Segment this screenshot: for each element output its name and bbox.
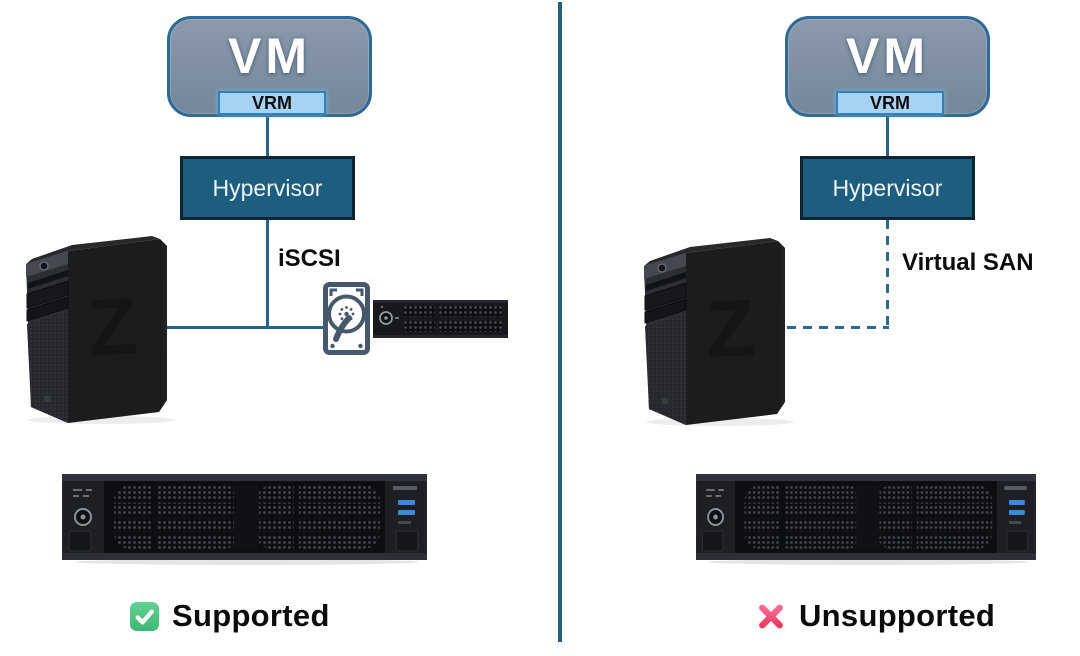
left-hypervisor-storage-connector-vertical <box>266 220 269 328</box>
left-vrm-hypervisor-connector <box>266 111 269 157</box>
left-vm-box: VM VRM <box>167 16 372 117</box>
rack-usb-port <box>1008 500 1025 505</box>
workstation-tower-image: Z <box>26 236 176 424</box>
tower-hp-logo <box>39 261 49 271</box>
right-connection-label: Virtual SAN <box>902 249 1034 276</box>
supported-status: Supported <box>129 598 330 634</box>
rack-server-image <box>62 474 427 565</box>
unsupported-status: Unsupported <box>755 598 995 634</box>
supported-status-label: Supported <box>172 598 330 633</box>
unsupported-status-label: Unsupported <box>799 598 996 633</box>
disk-actuator-arm <box>333 315 352 342</box>
check-mark-icon <box>129 601 160 631</box>
rack-usb-port <box>398 510 415 515</box>
right-vrm-badge: VRM <box>836 91 944 115</box>
right-hypervisor-box: Hypervisor <box>800 156 975 220</box>
cross-mark-icon <box>759 604 783 628</box>
left-hypervisor-box: Hypervisor <box>180 156 355 220</box>
rack-usb-port <box>398 500 415 505</box>
hard-disk-icon <box>323 282 370 355</box>
panel-divider-line <box>558 2 562 642</box>
right-virtual-san-connector-horizontal <box>787 326 889 329</box>
left-vrm-badge: VRM <box>218 91 326 115</box>
rack-usb-port <box>1008 510 1025 515</box>
right-vm-box: VM VRM <box>785 16 990 117</box>
left-connection-label: iSCSI <box>278 245 341 272</box>
right-hypervisor-label: Hypervisor <box>832 174 943 201</box>
left-hypervisor-label: Hypervisor <box>212 174 323 201</box>
right-virtual-san-connector-vertical <box>886 220 889 327</box>
left-iscsi-connector-horizontal <box>148 326 332 329</box>
tower-z-logo: Z <box>704 283 757 374</box>
workstation-tower-image: Z <box>644 238 794 426</box>
left-vm-label: VM <box>228 28 311 84</box>
tower-hp-logo <box>657 263 667 273</box>
rack-server-image <box>696 474 1036 565</box>
right-vm-label: VM <box>846 28 929 84</box>
right-vrm-hypervisor-connector <box>886 111 889 157</box>
storage-array-image <box>373 300 508 338</box>
tower-z-logo: Z <box>86 281 139 372</box>
